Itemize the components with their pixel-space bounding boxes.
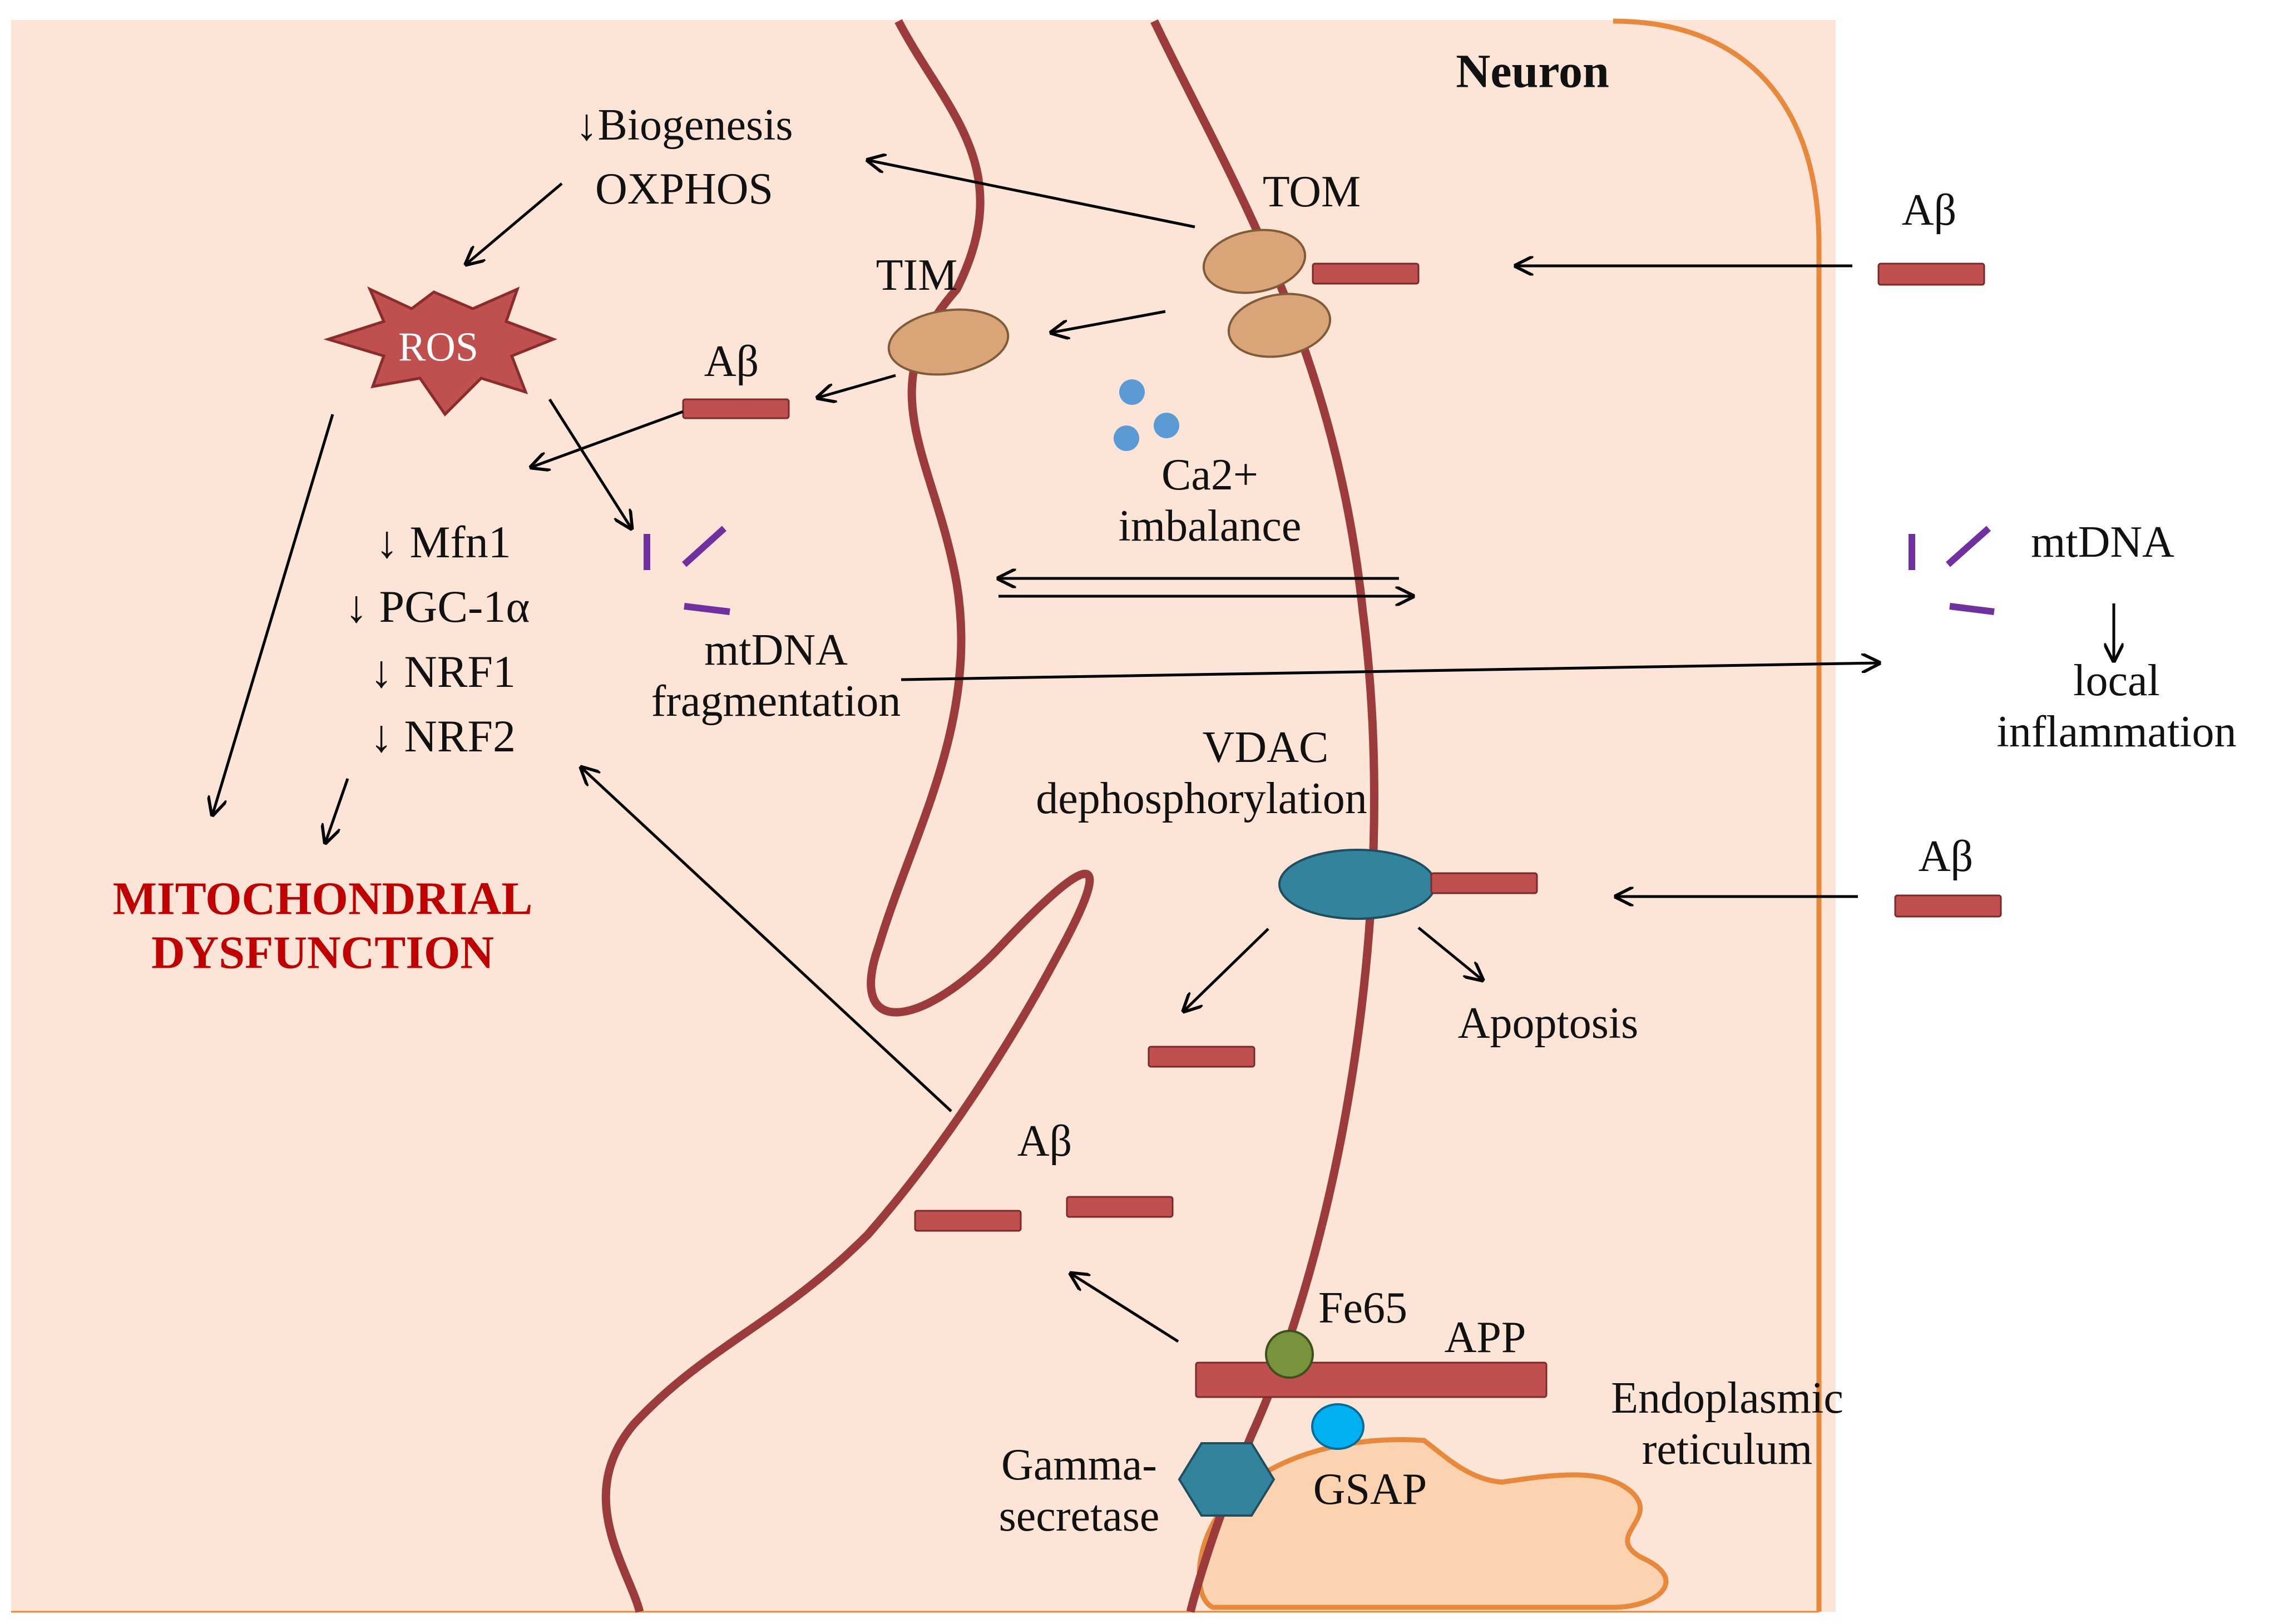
vdac-line2: dephosphorylation bbox=[1036, 774, 1367, 823]
dysfunction-line2: DYSFUNCTION bbox=[151, 927, 495, 978]
fe65-protein bbox=[1265, 1330, 1314, 1379]
abeta-bar-vdac bbox=[1430, 872, 1538, 894]
arrow-mtdna-to-outside bbox=[901, 663, 1879, 681]
mtdna-label: mtDNA bbox=[704, 626, 848, 675]
gamma-secretase-shape bbox=[1178, 1442, 1276, 1517]
tom-label: TOM bbox=[1262, 167, 1361, 216]
abeta-bar-released bbox=[1148, 1046, 1255, 1068]
downregulated-list: ↓ Mfn1 ↓ PGC-1α ↓ NRF1 ↓ NRF2 bbox=[345, 510, 530, 769]
arrow-ros-to-mtdna bbox=[548, 398, 631, 528]
tom-upper bbox=[1202, 229, 1307, 294]
local-label: local bbox=[2073, 656, 2160, 705]
app-bar bbox=[1195, 1361, 1548, 1398]
mtdna-fragmentation-label: mtDNA fragmentation bbox=[651, 625, 901, 727]
mtdna-outside-label: mtDNA bbox=[2031, 518, 2174, 567]
arrow-tom-to-biogenesis bbox=[868, 160, 1195, 229]
ca-label: Ca2+ bbox=[1161, 450, 1258, 499]
abeta-bar-tom bbox=[1312, 263, 1420, 285]
ca-dot bbox=[1119, 379, 1145, 405]
arrow-vdac-to-abeta-release bbox=[1184, 928, 1269, 1011]
ca-dot bbox=[1154, 413, 1179, 438]
dysfunction-line1: MITOCHONDRIAL bbox=[112, 873, 533, 925]
tim-label: TIM bbox=[876, 251, 958, 300]
arrow-ros-to-dysfunction bbox=[212, 414, 334, 815]
abeta-label-lower: Aβ bbox=[1017, 1117, 1072, 1166]
ca-dot bbox=[1114, 425, 1139, 451]
imbalance-label: imbalance bbox=[1118, 502, 1302, 551]
abeta-bar-matrix bbox=[682, 398, 790, 419]
oxphos-label: OXPHOS bbox=[595, 165, 774, 214]
mtdna-fragments-inside bbox=[644, 526, 730, 615]
vdac-label: VDAC dephosphorylation bbox=[1036, 722, 1367, 824]
vdac-line1: VDAC bbox=[1202, 723, 1329, 772]
cell-border bbox=[1613, 18, 1822, 1612]
gamma-line2: secretase bbox=[998, 1492, 1160, 1541]
er-line1: Endoplasmic bbox=[1611, 1374, 1843, 1423]
ros-label: ROS bbox=[398, 324, 478, 370]
arrow-tom-to-tim bbox=[1051, 310, 1166, 333]
abeta-bar-outside-top bbox=[1877, 263, 1985, 286]
ca-imbalance-label: Ca2+ imbalance bbox=[1119, 449, 1302, 552]
arrow-tim-to-abeta bbox=[818, 374, 896, 398]
app-label: APP bbox=[1444, 1313, 1526, 1362]
gamma-line1: Gamma- bbox=[1001, 1440, 1157, 1489]
gsap-protein bbox=[1311, 1403, 1365, 1450]
abeta-label-outside-top: Aβ bbox=[1901, 186, 1957, 235]
downreg-item: ↓ NRF2 bbox=[370, 711, 516, 762]
vdac-channel bbox=[1278, 849, 1436, 920]
downreg-item: ↓ Mfn1 bbox=[375, 517, 511, 568]
mtdna-fragments-outside bbox=[1909, 526, 1995, 615]
er-line2: reticulum bbox=[1642, 1425, 1813, 1474]
tom-lower bbox=[1227, 293, 1332, 358]
arrow-downreg-to-dysfunction bbox=[325, 778, 349, 843]
cell-title: Neuron bbox=[1456, 44, 1609, 98]
arrow-abeta-to-downreg-lower bbox=[581, 768, 952, 1112]
apoptosis-label: Apoptosis bbox=[1457, 999, 1639, 1048]
arrow-oxphos-to-ros bbox=[466, 182, 563, 264]
abeta-bar-outside-mid bbox=[1894, 894, 2002, 918]
tim-complex bbox=[887, 308, 1010, 376]
er-shape bbox=[1197, 1437, 1669, 1610]
abeta-label-matrix: Aβ bbox=[704, 337, 759, 386]
gsap-label: GSAP bbox=[1313, 1465, 1427, 1514]
downreg-item: ↓ NRF1 bbox=[370, 646, 516, 697]
er-label: Endoplasmic reticulum bbox=[1611, 1373, 1843, 1475]
arrow-app-to-abeta bbox=[1071, 1274, 1179, 1343]
downreg-item: ↓ PGC-1α bbox=[345, 581, 530, 632]
abeta-bar-lower-right bbox=[1066, 1196, 1174, 1218]
mitochondrial-dysfunction-label: MITOCHONDRIAL DYSFUNCTION bbox=[113, 872, 533, 979]
inflammation-label: inflammation bbox=[1996, 707, 2237, 756]
abeta-label-outside-mid: Aβ bbox=[1918, 832, 1974, 881]
ros-star bbox=[323, 286, 557, 417]
gamma-secretase-label: Gamma- secretase bbox=[999, 1439, 1160, 1542]
abeta-bar-lower-left bbox=[914, 1210, 1022, 1232]
biogenesis-label: ↓Biogenesis bbox=[575, 101, 793, 150]
arrow-abeta-to-downreg bbox=[531, 410, 684, 467]
fragmentation-label: fragmentation bbox=[651, 677, 901, 726]
arrow-vdac-to-apoptosis bbox=[1417, 927, 1482, 980]
fe65-label: Fe65 bbox=[1318, 1284, 1407, 1333]
local-inflammation-label: local inflammation bbox=[1996, 655, 2236, 757]
